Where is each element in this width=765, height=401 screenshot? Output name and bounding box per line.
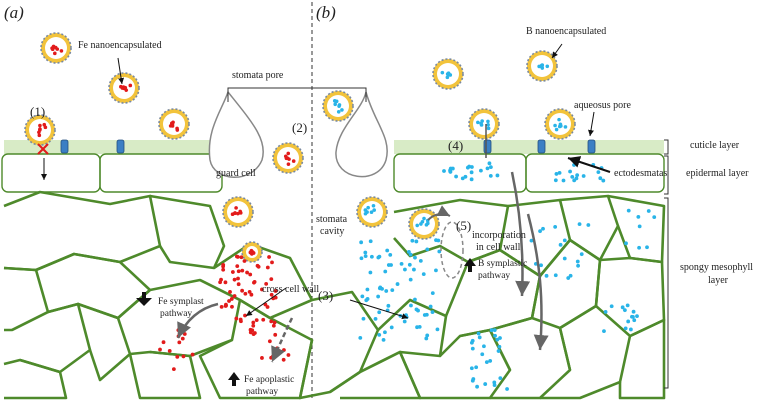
cross-cell-wall-label: cross cell wall: [262, 284, 319, 295]
layer-brackets: [664, 139, 669, 389]
b-particle-cluster: [442, 161, 500, 182]
marker-5: (5): [456, 218, 471, 233]
marker-1: (1): [30, 104, 45, 119]
cuticle-layer-left: [4, 140, 222, 154]
fe-apoplastic-label-2: pathway: [246, 387, 278, 397]
b-particle-cluster: [602, 303, 639, 334]
cell-wall-incorporation-zone: [440, 221, 464, 279]
stomata-cavity-label-1: stomata: [316, 214, 348, 225]
pathway-arrow-icons: [136, 258, 476, 386]
ectodesmatas-label: ectodesmatas: [614, 168, 667, 179]
fe-nanocapsule: [158, 108, 190, 140]
fe-symplast-label-1: Fe symplast: [158, 297, 204, 307]
panel-label-a: (a): [4, 3, 24, 22]
epidermal-cells: [1, 153, 665, 193]
particle-clusters: [158, 161, 657, 391]
incorporation-label-1: incorporation: [472, 230, 526, 241]
aqueous-pores: [60, 139, 596, 154]
blocked-entry-icon: [37, 143, 49, 155]
marker-2: (2): [292, 120, 307, 135]
cuticle-layer-right: [394, 140, 664, 154]
arrows: [41, 43, 611, 363]
panel-label-b: (b): [316, 3, 336, 22]
fe-nanocapsule: [241, 241, 263, 263]
b-particle-cluster: [624, 208, 657, 250]
b-nanocapsule: [544, 108, 576, 140]
stomata-cavity-label-2: cavity: [320, 226, 344, 237]
epidermal-layer-label: epidermal layer: [686, 168, 749, 179]
b-nanocapsule: [408, 208, 440, 240]
guard-cell-left: [208, 90, 264, 178]
b-particle-cluster: [553, 162, 606, 183]
fe-nanocapsule: [108, 72, 140, 104]
b-particle-cluster: [469, 328, 509, 391]
mesophyll-cells: [3, 190, 666, 400]
fe-nanocapsule: [272, 142, 304, 174]
b-symplastic-label-1: B symplastic: [478, 259, 527, 269]
guard-cell-label: guard cell: [216, 168, 256, 179]
spongy-mesophyll-label-2: layer: [708, 275, 729, 286]
nanocapsules: [24, 32, 576, 263]
fe-nanocapsule: [24, 114, 56, 146]
b-particle-cluster: [358, 238, 442, 342]
fe-nanocapsule: [40, 32, 72, 64]
b-nano-label: B nanoencapsulated: [526, 26, 606, 37]
marker-4: (4): [448, 138, 463, 153]
b-nanocapsule: [356, 196, 388, 228]
b-nanocapsule: [468, 108, 500, 140]
incorporation-label-2: in cell wall: [476, 242, 521, 253]
guard-cell-right: [335, 91, 388, 178]
b-symplastic-label-2: pathway: [478, 271, 510, 281]
marker-3: (3): [318, 288, 333, 303]
aqueous-pore-label: aqueosus pore: [574, 100, 631, 111]
fe-symplast-label-2: pathway: [160, 309, 192, 319]
b-particle-cluster: [529, 222, 591, 280]
b-nanocapsule: [322, 90, 354, 122]
fe-nanocapsule: [222, 196, 254, 228]
stomata-pore-label: stomata pore: [232, 70, 284, 81]
cuticle-layer-label: cuticle layer: [690, 140, 740, 151]
spongy-mesophyll-label-1: spongy mesophyll: [680, 262, 753, 273]
b-nanocapsule: [432, 58, 464, 90]
fe-particle-cluster: [158, 328, 195, 371]
fe-apoplastic-label-1: Fe apoplastic: [244, 375, 294, 385]
stomata-pore-bracket: [227, 87, 367, 102]
b-nanocapsule: [526, 50, 558, 82]
fe-nano-label: Fe nanoencapsulated: [78, 40, 162, 51]
